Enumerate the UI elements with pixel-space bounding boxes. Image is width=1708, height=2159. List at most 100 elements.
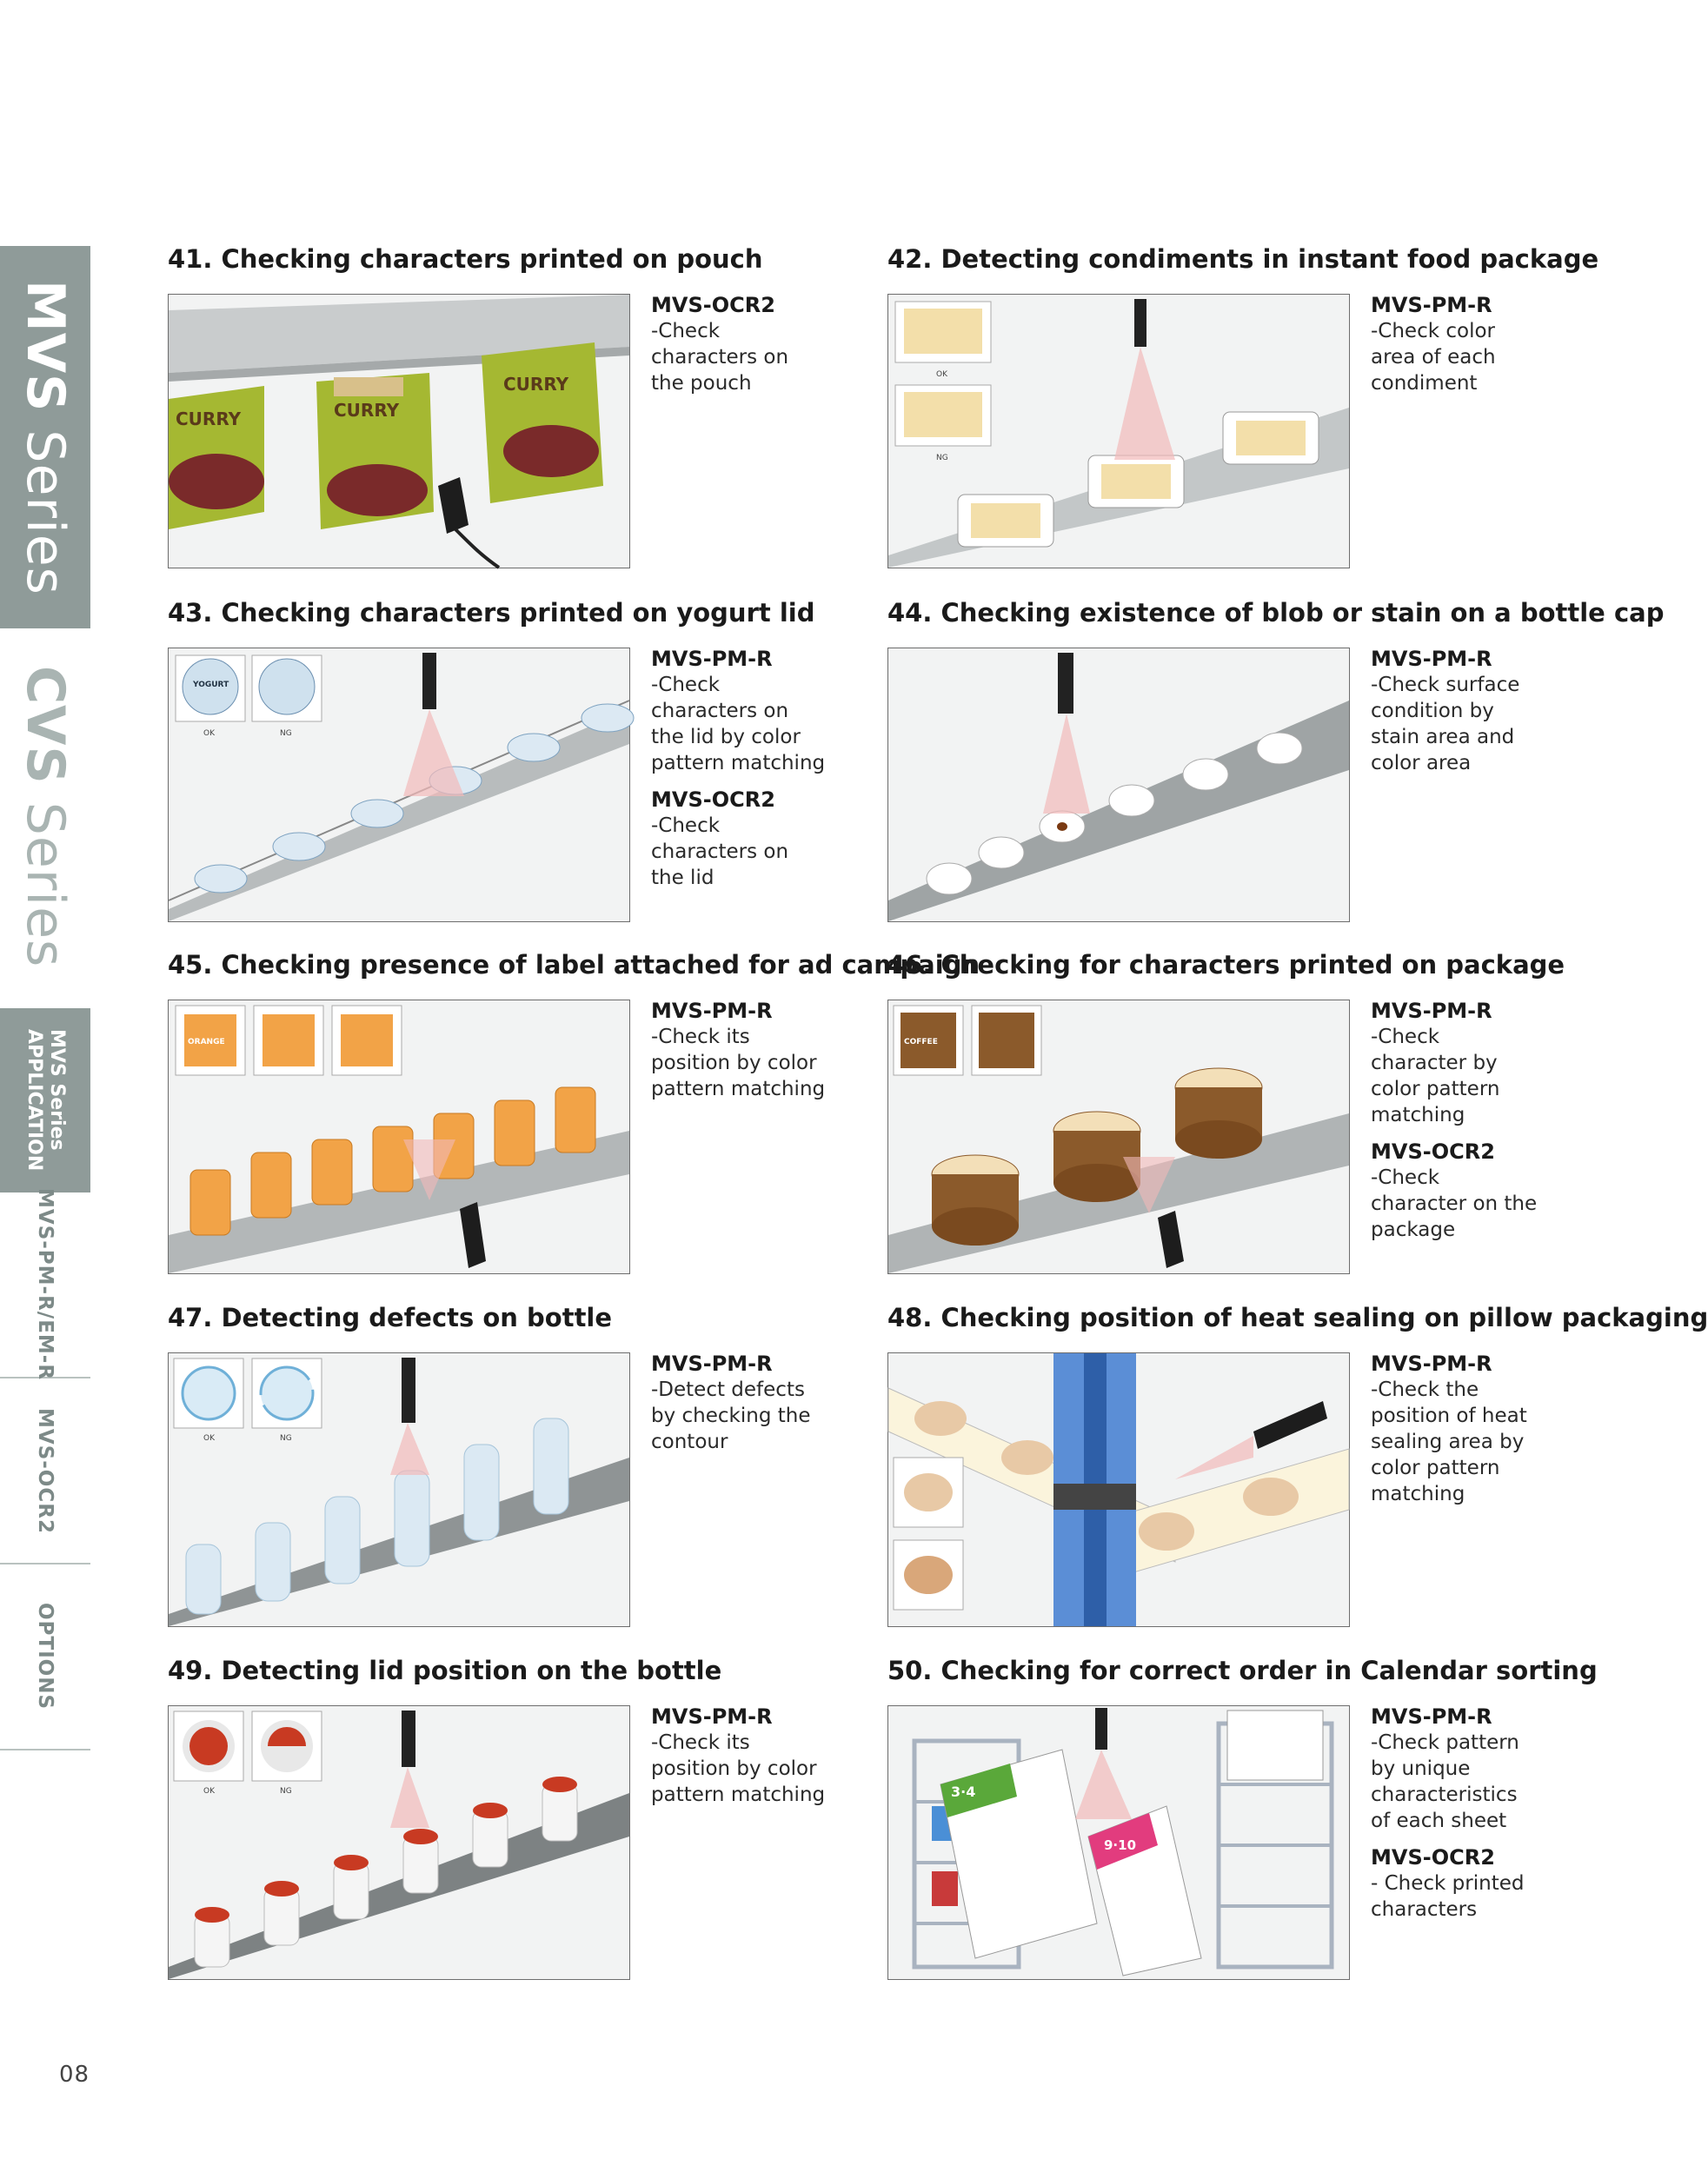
application-50: 50. Checking for correct order in Calend…	[887, 1655, 1598, 2003]
application-title: 45. Checking presence of label attached …	[168, 950, 980, 980]
sidebar-tab-cvs-series[interactable]: CVS Series	[0, 661, 90, 973]
application-description: MVS-PM-R-Check its position by color pat…	[651, 998, 860, 1113]
application-47: 47. Detecting defects on bottle OK NG MV…	[168, 1302, 863, 1650]
application-description: MVS-OCR2 -Check characters on the pouch	[651, 292, 860, 407]
model-description: -Check the position of heat sealing area…	[1371, 1378, 1527, 1505]
model-description: -Detect defects by checking the contour	[651, 1378, 811, 1453]
camera-sensor	[1095, 1708, 1107, 1750]
bottle-lid-illustration: OK NG	[168, 1705, 630, 1980]
application-description: MVS-PM-R-Check pattern by unique charact…	[1371, 1704, 1579, 1933]
application-title: 43. Checking characters printed on yogur…	[168, 598, 815, 628]
model-name: MVS-PM-R	[651, 1704, 773, 1729]
application-description: MVS-PM-R-Check its position by color pat…	[651, 1704, 860, 1818]
pouch-inspection-illustration: CURRY CURRY CURRY	[168, 294, 630, 569]
ok-label: OK	[203, 729, 216, 738]
application-title: 46. Checking for characters printed on p…	[887, 950, 1565, 980]
camera-sensor	[1158, 1211, 1184, 1268]
package-label: COFFEE	[904, 1038, 938, 1046]
calendar-sheet-label: 9·10	[1104, 1837, 1136, 1853]
model-name: MVS-PM-R	[1371, 999, 1492, 1023]
model-description: -Check its position by color pattern mat…	[651, 1026, 826, 1100]
coffee-package-illustration: COFFEE	[887, 1000, 1350, 1274]
sidebar-tab-options[interactable]: OPTIONS	[0, 1564, 90, 1750]
model-description: -Check character on the package	[1371, 1166, 1538, 1241]
pouch-label: CURRY	[503, 374, 569, 395]
application-41: 41. Checking characters printed on pouch…	[168, 243, 863, 591]
model-description: -Check characters on the pouch	[651, 320, 789, 395]
camera-sensor	[402, 1358, 415, 1423]
ng-label: NG	[280, 729, 292, 738]
can-label-illustration: ORANGE	[168, 1000, 630, 1274]
model-name: MVS-PM-R	[1371, 647, 1492, 671]
model-description: -Check characters on the lid by color pa…	[651, 674, 826, 774]
pillow-packaging-illustration	[887, 1352, 1350, 1627]
tab-label-light: Series	[15, 411, 76, 595]
model-name: MVS-PM-R	[1371, 1704, 1492, 1729]
camera-sensor	[1134, 299, 1146, 347]
ng-label: NG	[280, 1787, 292, 1796]
calendar-sheet-label: 3·4	[951, 1784, 975, 1800]
lid-label: YOGURT	[192, 681, 229, 689]
sidebar-tab-ocr2[interactable]: MVS-OCR2	[0, 1378, 90, 1564]
application-description: MVS-PM-R-Check the position of heat seal…	[1371, 1351, 1579, 1518]
camera-sensor	[1058, 653, 1073, 714]
application-title: 41. Checking characters printed on pouch	[168, 244, 763, 274]
application-44: 44. Checking existence of blob or stain …	[887, 597, 1664, 945]
model-description: -Check surface condition by stain area a…	[1371, 674, 1520, 774]
tab-label-line2: APPLICATION	[23, 1029, 45, 1172]
model-name: MVS-PM-R	[1371, 1352, 1492, 1376]
sidebar-tab-mvs-series[interactable]: MVS Series	[0, 246, 90, 628]
application-description: MVS-PM-R -Check surface condition by stai…	[1371, 646, 1579, 787]
model-description: -Check character by color pattern matchi…	[1371, 1026, 1500, 1126]
sidebar-tab-pm-em[interactable]: MVS-PM-R/EM-R	[0, 1188, 90, 1381]
application-43: 43. Checking characters printed on yogur…	[168, 597, 863, 945]
model-name: MVS-PM-R	[651, 647, 773, 671]
application-title: 47. Detecting defects on bottle	[168, 1303, 613, 1332]
application-42: 42. Detecting condiments in instant food…	[887, 243, 1598, 591]
application-48: 48. Checking position of heat sealing on…	[887, 1302, 1708, 1650]
model-description: - Check printed characters	[1371, 1872, 1525, 1921]
ng-label: NG	[280, 1434, 292, 1443]
model-description: -Check characters on the lid	[651, 814, 789, 889]
pouch-label: CURRY	[334, 400, 400, 421]
application-title: 49. Detecting lid position on the bottle	[168, 1656, 722, 1685]
can-label: ORANGE	[188, 1038, 225, 1046]
application-title: 42. Detecting condiments in instant food…	[887, 244, 1599, 274]
calendar-sorting-illustration: 3·4 9·10	[887, 1705, 1350, 1980]
application-description: MVS-PM-R-Detect defects by checking the …	[651, 1351, 860, 1465]
application-description: MVS-PM-R -Check character by color patter…	[1371, 998, 1579, 1253]
application-title: 50. Checking for correct order in Calend…	[887, 1656, 1598, 1685]
application-description: MVS-PM-R-Check color area of each condim…	[1371, 292, 1579, 407]
tab-label: MVS-PM-R/EM-R	[34, 1188, 56, 1381]
tab-label-light: Series	[15, 785, 76, 968]
bottle-cap-illustration	[887, 648, 1350, 922]
model-name: MVS-PM-R	[651, 1352, 773, 1376]
model-name: MVS-OCR2	[651, 787, 775, 812]
application-title: 48. Checking position of heat sealing on…	[887, 1303, 1708, 1332]
application-description: MVS-PM-R -Check characters on the lid by …	[651, 646, 860, 901]
model-name: MVS-OCR2	[1371, 1845, 1495, 1870]
camera-sensor	[402, 1711, 415, 1767]
application-49: 49. Detecting lid position on the bottle…	[168, 1655, 863, 2003]
food-package-illustration: OK NG	[887, 294, 1350, 568]
ok-label: OK	[936, 370, 948, 379]
tab-label: MVS-OCR2	[34, 1407, 56, 1534]
model-name: MVS-OCR2	[1371, 1139, 1495, 1164]
page-number: 08	[59, 2062, 90, 2088]
camera-sensor	[438, 477, 469, 534]
tab-label-bold: MVS	[15, 279, 76, 412]
yogurt-lid-illustration: YOGURT OK NG	[168, 648, 635, 922]
application-title: 44. Checking existence of blob or stain …	[887, 598, 1665, 628]
tab-label: OPTIONS	[34, 1603, 56, 1711]
ng-label: NG	[936, 454, 948, 462]
model-name: MVS-OCR2	[651, 293, 775, 317]
camera-sensor	[422, 653, 436, 709]
model-description: -Check its position by color pattern mat…	[651, 1731, 826, 1806]
ok-label: OK	[203, 1787, 216, 1796]
tab-label-line1: MVS Series	[46, 1029, 68, 1151]
application-46: 46. Checking for characters printed on p…	[887, 949, 1583, 1297]
camera-sensor	[1253, 1401, 1327, 1449]
model-name: MVS-PM-R	[1371, 293, 1492, 317]
bottle-defect-illustration: OK NG	[168, 1352, 630, 1627]
